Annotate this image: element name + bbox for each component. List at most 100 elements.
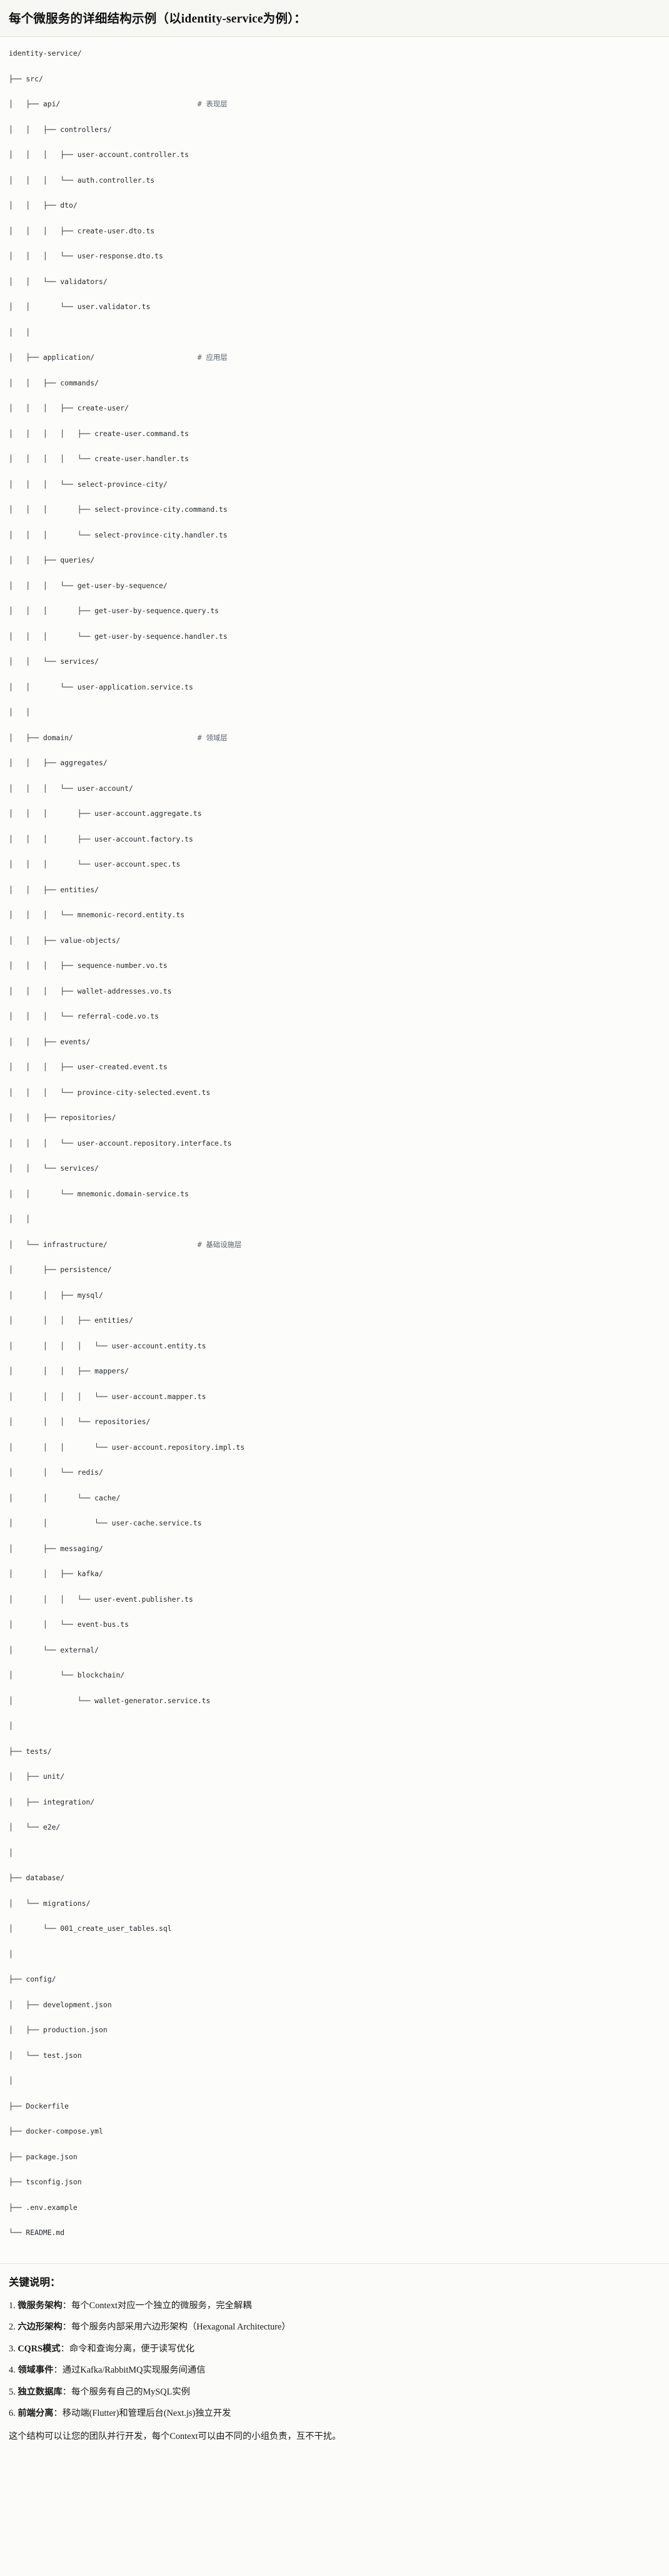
tree-path: │ │ │ └── auth.controller.ts xyxy=(9,175,155,185)
tree-path: │ ├── integration/ xyxy=(9,1797,95,1806)
tree-path: │ │ ├── kafka/ xyxy=(9,1569,103,1579)
tree-line: │ ├── persistence/ xyxy=(9,1263,660,1276)
tree-path: │ │ ├── queries/ xyxy=(9,556,95,565)
tree-path: │ └── 001_create_user_tables.sql xyxy=(9,1924,172,1933)
key-point-description: 通过Kafka/RabbitMQ实现服务间通信 xyxy=(62,2365,206,2376)
tree-path: └── README.md xyxy=(9,2228,65,2237)
tree-path: ├── package.json xyxy=(9,2152,78,2161)
tree-path: │ │ └── user-application.service.ts xyxy=(9,682,193,691)
tree-path: │ │ └── services/ xyxy=(9,1164,99,1173)
tree-path: │ ├── persistence/ xyxy=(9,1265,112,1275)
tree-line: │ │ └── user.validator.ts xyxy=(9,300,660,313)
tree-line: │ │ │ │ ├── create-user.command.ts xyxy=(9,427,660,440)
tree-path: │ └── wallet-generator.service.ts xyxy=(9,1696,211,1705)
page-title: 每个微服务的详细结构示例（以identity-service为例）： xyxy=(9,13,306,26)
tree-path: │ │ ├── mysql/ xyxy=(9,1290,103,1300)
tree-line: │ │ │ ├── get-user-by-sequence.query.ts xyxy=(9,604,660,617)
tree-path: │ │ │ └── get-user-by-sequence/ xyxy=(9,581,168,590)
tree-path: │ │ │ └── user-account/ xyxy=(9,783,133,793)
key-point-term: CQRS模式 xyxy=(18,2343,61,2354)
tree-line: │ │ │ └── select-province-city/ xyxy=(9,478,660,491)
tree-path: │ │ └── event-bus.ts xyxy=(9,1620,129,1629)
tree-line: │ │ │ └── get-user-by-sequence.handler.t… xyxy=(9,630,660,643)
tree-line: │ xyxy=(9,2074,660,2087)
key-points-list: 微服务架构：每个Context对应一个独立的微服务，完全解耦六边形架构：每个服务… xyxy=(9,2299,660,2421)
tree-path: │ │ │ └── user-account.repository.interf… xyxy=(9,1138,232,1148)
tree-path: │ │ ├── controllers/ xyxy=(9,125,112,134)
tree-line: │ │ ├── kafka/ xyxy=(9,1567,660,1580)
tree-path: │ └── blockchain/ xyxy=(9,1671,125,1680)
key-points-footer: 这个结构可以让您的团队并行开发，每个Context可以由不同的小组负责，互不干扰… xyxy=(9,2431,341,2441)
tree-path: │ │ │ └── referral-code.vo.ts xyxy=(9,1012,159,1021)
tree-line: │ └── test.json xyxy=(9,2049,660,2062)
tree-comment: # 基础设施层 xyxy=(197,1240,242,1249)
tree-comment: # 领域层 xyxy=(197,733,228,742)
key-point-description: 每个Context对应一个独立的微服务，完全解耦 xyxy=(71,2300,252,2311)
key-point-item: 前端分离：移动端(Flutter)和管理后台(Next.js)独立开发 xyxy=(9,2407,660,2420)
tree-path: │ │ │ │ └── create-user.handler.ts xyxy=(9,454,189,464)
key-point-item: 微服务架构：每个Context对应一个独立的微服务，完全解耦 xyxy=(9,2299,660,2313)
tree-spacer xyxy=(108,1240,198,1249)
tree-spacer xyxy=(60,99,197,108)
tree-line: │ │ │ ├── select-province-city.command.t… xyxy=(9,503,660,516)
tree-path: │ │ │ └── province-city-selected.event.t… xyxy=(9,1087,211,1097)
tree-line: │ │ └── mnemonic.domain-service.ts xyxy=(9,1188,660,1200)
tree-line: │ │ │ └── user-event.publisher.ts xyxy=(9,1593,660,1606)
tree-path: │ └── external/ xyxy=(9,1645,99,1654)
tree-path: identity-service/ xyxy=(9,49,82,58)
tree-path: │ │ │ └── get-user-by-sequence.handler.t… xyxy=(9,631,228,641)
tree-line: │ │ │ │ └── user-account.mapper.ts xyxy=(9,1390,660,1403)
tree-path: │ │ ├── repositories/ xyxy=(9,1113,116,1123)
tree-line: │ │ │ └── repositories/ xyxy=(9,1415,660,1428)
tree-path: │ │ │ │ └── user-account.mapper.ts xyxy=(9,1392,206,1401)
tree-line: │ └── external/ xyxy=(9,1644,660,1656)
tree-line: │ │ │ └── user-account.repository.interf… xyxy=(9,1137,660,1149)
tree-line: │ │ │ │ └── create-user.handler.ts xyxy=(9,452,660,465)
tree-line: ├── Dockerfile xyxy=(9,2100,660,2112)
document-page: 每个微服务的详细结构示例（以identity-service为例）： ident… xyxy=(0,0,669,2457)
tree-path: │ │ ├── dto/ xyxy=(9,201,78,210)
tree-path: │ xyxy=(9,1848,13,1857)
tree-path: │ │ └── cache/ xyxy=(9,1493,121,1502)
tree-line: ├── tsconfig.json xyxy=(9,2176,660,2188)
key-point-term: 微服务架构 xyxy=(18,2300,63,2311)
tree-path: │ │ xyxy=(9,327,31,337)
tree-line: │ │ ├── queries/ xyxy=(9,554,660,566)
tree-line: ├── src/ xyxy=(9,73,660,85)
key-points-title: 关键说明： xyxy=(9,2276,61,2288)
tree-path: ├── src/ xyxy=(9,74,43,83)
directory-tree-block: identity-service/ ├── src/ │ ├── api/ # … xyxy=(0,37,669,2264)
tree-line: │ │ ├── controllers/ xyxy=(9,123,660,136)
tree-line: │ │ xyxy=(9,326,660,339)
key-point-description: 每个服务内部采用六边形架构（Hexagonal Architecture） xyxy=(71,2322,291,2333)
tree-line: │ │ │ └── user-account.repository.impl.t… xyxy=(9,1441,660,1453)
tree-path: │ │ │ │ ├── create-user.command.ts xyxy=(9,429,189,438)
tree-path: │ │ │ └── user-response.dto.ts xyxy=(9,252,163,261)
tree-line: │ ├── application/ # 应用层 xyxy=(9,351,660,364)
tree-line: │ xyxy=(9,1846,660,1859)
tree-path: │ │ xyxy=(9,708,31,717)
tree-path: │ │ ├── events/ xyxy=(9,1037,91,1046)
tree-line: ├── tests/ xyxy=(9,1745,660,1758)
tree-path: │ │ │ ├── create-user.dto.ts xyxy=(9,226,155,235)
tree-comment: # 应用层 xyxy=(197,353,228,362)
key-point-item: 独立数据库：每个服务有自己的MySQL实例 xyxy=(9,2386,660,2399)
tree-path: │ │ └── mnemonic.domain-service.ts xyxy=(9,1189,189,1198)
tree-path: │ └── migrations/ xyxy=(9,1898,91,1908)
tree-line: │ └── infrastructure/ # 基础设施层 xyxy=(9,1238,660,1251)
tree-path: │ │ │ ├── user-account.controller.ts xyxy=(9,150,189,160)
tree-line: │ │ │ │ └── user-account.entity.ts xyxy=(9,1340,660,1352)
tree-line: │ │ ├── mysql/ xyxy=(9,1289,660,1301)
tree-line: │ └── wallet-generator.service.ts xyxy=(9,1694,660,1707)
tree-path: │ │ │ ├── create-user/ xyxy=(9,404,129,413)
tree-path: ├── Dockerfile xyxy=(9,2101,69,2110)
tree-line: ├── database/ xyxy=(9,1871,660,1884)
tree-line: ├── package.json xyxy=(9,2151,660,2163)
tree-path: │ │ └── user-cache.service.ts xyxy=(9,1519,202,1528)
tree-path: ├── tests/ xyxy=(9,1746,52,1756)
tree-path: │ │ │ ├── sequence-number.vo.ts xyxy=(9,961,168,970)
tree-path: ├── .env.example xyxy=(9,2202,78,2212)
tree-path: │ └── e2e/ xyxy=(9,1823,61,1832)
key-point-item: 六边形架构：每个服务内部采用六边形架构（Hexagonal Architectu… xyxy=(9,2321,660,2334)
tree-path: │ │ └── redis/ xyxy=(9,1468,103,1477)
